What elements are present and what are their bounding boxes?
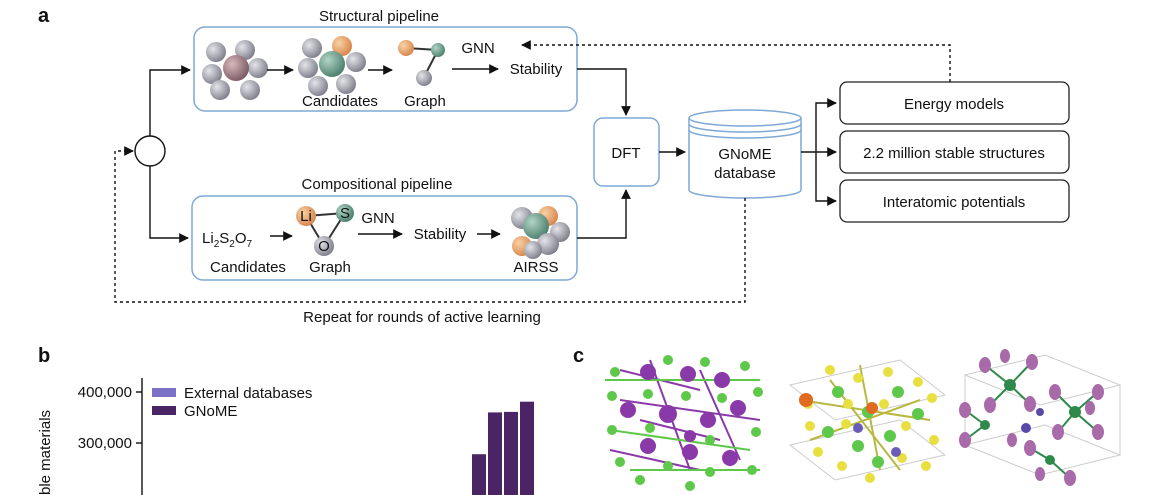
to-structural-arrow	[149, 65, 191, 136]
db-line1-label: GNoME	[718, 146, 771, 163]
crystal-structure-1-icon	[605, 355, 763, 491]
energy-models-box	[839, 81, 1070, 125]
struct-candidates-label: Candidates	[302, 93, 378, 110]
db-line2-label: database	[714, 165, 776, 182]
legend-gnome-label: GNoME	[184, 403, 237, 420]
comp-candidates-label: Candidates	[210, 259, 286, 276]
graph-node-li: Li	[300, 208, 312, 225]
panel-c-letter: c	[573, 345, 584, 367]
legend-swatch-gnome	[152, 406, 176, 415]
y-tick-label: 300,000	[78, 435, 132, 452]
bar-gnome	[520, 401, 534, 495]
candidate-crystal-icon	[298, 36, 366, 96]
composition-graph-icon	[296, 204, 354, 256]
compositional-pipeline-title: Compositional pipeline	[302, 176, 453, 193]
active-learning-loop	[114, 146, 746, 303]
panel-a-letter: a	[38, 5, 50, 27]
start-node	[134, 135, 166, 167]
structural-pipeline-title: Structural pipeline	[319, 8, 439, 25]
stable-structures-box	[839, 130, 1070, 174]
output-interatomic-potentials: Interatomic potentials	[883, 194, 1026, 211]
prototype-crystal-icon	[202, 40, 268, 100]
structure-graph-icon	[398, 40, 445, 86]
interatomic-potentials-box	[839, 179, 1070, 223]
y-tick-label: 400,000	[78, 384, 132, 401]
bar-chart: 400,000 300,000	[78, 378, 534, 495]
to-compositional-arrow	[149, 166, 189, 243]
to-interatomic-arrow	[815, 152, 837, 206]
comp-stability-label: Stability	[414, 226, 467, 243]
legend-external-label: External databases	[184, 385, 312, 402]
airss-label: AIRSS	[513, 259, 558, 276]
comp-to-dft-arrow	[577, 189, 631, 239]
struct-to-dft-arrow	[577, 68, 631, 116]
dft-label: DFT	[611, 145, 640, 162]
loop-label: Repeat for rounds of active learning	[303, 309, 541, 326]
struct-gnn-label: GNN	[461, 40, 494, 57]
comp-graph-label: Graph	[309, 259, 351, 276]
to-energy-models-arrow	[815, 98, 837, 152]
bar-gnome	[504, 411, 518, 495]
formula-label: Li2S2O7	[202, 230, 253, 250]
crystal-structure-2-icon	[788, 359, 947, 483]
bar-gnome	[488, 412, 502, 495]
panel-b-letter: b	[38, 345, 50, 367]
output-energy-models: Energy models	[904, 96, 1004, 113]
y-axis-label: ble materials	[37, 410, 54, 495]
output-stable-structures: 2.2 million stable structures	[863, 145, 1045, 162]
graph-node-s: S	[340, 205, 350, 222]
gnome-database-icon	[688, 109, 802, 199]
legend-swatch-external	[152, 388, 176, 397]
crystal-structure-3-icon	[959, 349, 1122, 486]
graph-node-o: O	[318, 238, 330, 255]
struct-graph-label: Graph	[404, 93, 446, 110]
struct-stability-label: Stability	[510, 61, 563, 78]
airss-crystal-icon	[511, 206, 570, 259]
bar-gnome	[472, 454, 486, 495]
energy-models-to-gnn-feedback	[521, 40, 951, 82]
comp-gnn-label: GNN	[361, 210, 394, 227]
